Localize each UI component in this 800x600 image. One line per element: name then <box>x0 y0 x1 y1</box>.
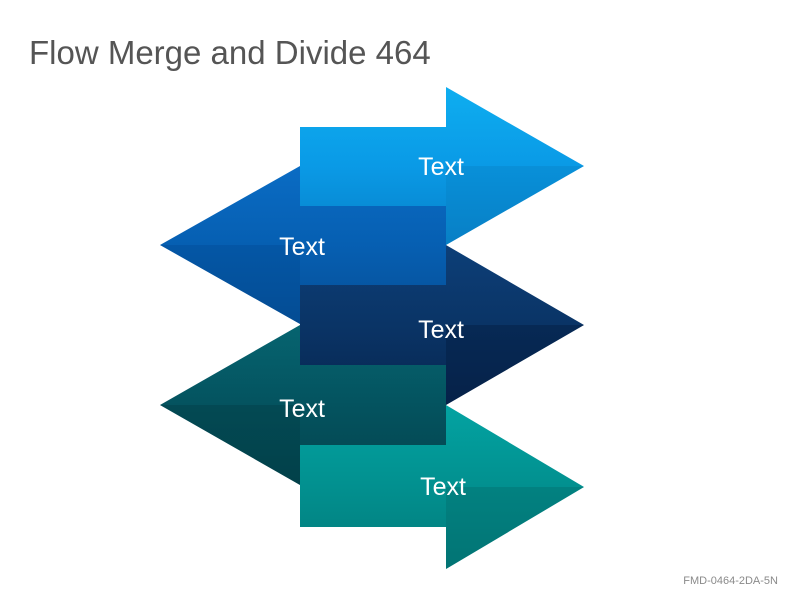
arrow-5 <box>300 405 584 569</box>
arrow-1 <box>300 87 584 245</box>
arrow-3-label: Text <box>418 316 464 344</box>
arrow-2 <box>160 166 446 324</box>
arrow-2-label: Text <box>279 233 325 261</box>
arrow-4-label: Text <box>279 395 325 423</box>
arrow-5-label: Text <box>420 473 466 501</box>
diagram-code: FMD-0464-2DA-5N <box>683 575 778 587</box>
page-title: Flow Merge and Divide 464 <box>29 34 431 71</box>
arrow-1-label: Text <box>418 153 464 181</box>
